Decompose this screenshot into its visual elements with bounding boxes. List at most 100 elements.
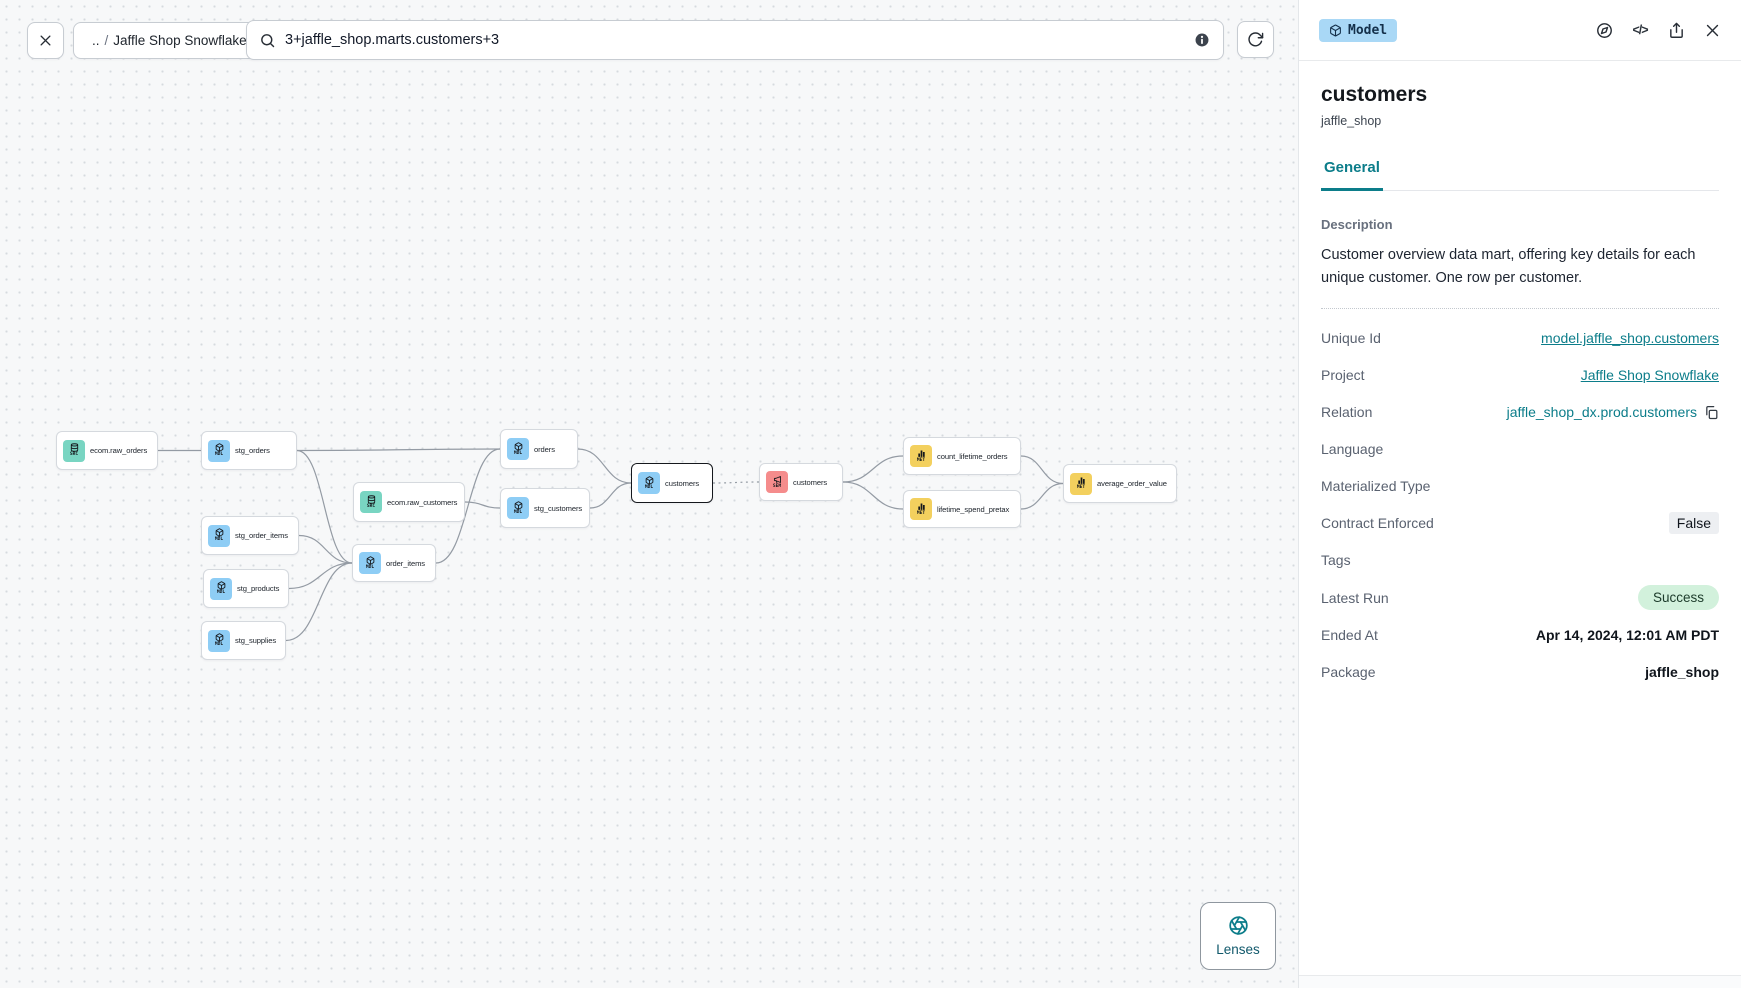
node-type-chip: MDL [208, 629, 230, 652]
share-icon [1669, 22, 1683, 38]
detail-row-language: Language [1321, 437, 1719, 461]
cube-icon [217, 581, 225, 590]
lineage-selector-bar[interactable] [246, 20, 1224, 60]
search-input[interactable] [285, 32, 1193, 48]
resource-type-badge: Model [1319, 18, 1398, 42]
ended-at-value: Apr 14, 2024, 12:01 AM PDT [1535, 627, 1719, 644]
close-icon [1706, 24, 1718, 36]
node-label: count_lifetime_orders [937, 451, 1008, 461]
breadcrumb[interactable]: .. / Jaffle Shop Snowflake [73, 22, 266, 59]
relation-value: jaffle_shop_dx.prod.customers [1506, 404, 1697, 421]
node-label: orders [534, 444, 555, 454]
graph-node-lifetime_spend_pretax[interactable]: MET lifetime_spend_pretax [903, 490, 1021, 528]
edge-order_items-to-orders [435, 448, 501, 564]
ended-at-label: Ended At [1321, 627, 1378, 644]
node-type-label: MDL [513, 450, 523, 456]
node-type-label: MDL [214, 642, 224, 648]
node-label: stg_order_items [235, 531, 288, 540]
tags-label: Tags [1321, 552, 1351, 569]
node-label: ecom.raw_customers [387, 497, 458, 507]
refresh-button[interactable] [1237, 21, 1274, 58]
detail-row-tags: Tags [1321, 548, 1719, 572]
project-label: Project [1321, 367, 1365, 384]
node-type-label: MDL [216, 590, 226, 596]
edge-stg_orders-to-order_items [296, 449, 353, 564]
panel-footer [1299, 975, 1741, 988]
bar-chart-icon [917, 450, 925, 457]
node-type-label: SRC [366, 503, 376, 509]
graph-node-orders[interactable]: MDL orders [500, 429, 578, 469]
edge-customers_sem-to-count_lifetime_orders [842, 455, 904, 483]
edge-orders-to-customers [577, 448, 632, 484]
breadcrumb-up[interactable]: .. [92, 33, 100, 48]
compass-icon [1596, 22, 1612, 38]
breadcrumb-project[interactable]: Jaffle Shop Snowflake [113, 33, 247, 48]
close-panel-button[interactable] [1703, 21, 1721, 39]
edge-customers-to-customers_sem [712, 481, 760, 484]
cube-icon [645, 476, 653, 485]
tab-general[interactable]: General [1321, 159, 1383, 191]
node-label: stg_supplies [235, 636, 277, 645]
bar-chart-icon [917, 503, 925, 510]
explore-button[interactable] [1595, 21, 1613, 39]
graph-node-stg_orders[interactable]: MDL stg_orders [201, 431, 297, 470]
graph-node-stg_supplies[interactable]: MDL stg_supplies [201, 621, 286, 660]
cube-icon [215, 443, 223, 452]
node-label: stg_products [237, 584, 280, 593]
lenses-label: Lenses [1216, 942, 1260, 957]
project-link[interactable]: Jaffle Shop Snowflake [1580, 367, 1719, 384]
refresh-icon [1248, 32, 1264, 47]
edge-stg_products-to-order_items [288, 562, 353, 590]
node-type-label: MDL [365, 564, 375, 570]
relation-label: Relation [1321, 404, 1373, 421]
package-value: jaffle_shop [1645, 664, 1719, 681]
panel-body: customers jaffle_shop General Descriptio… [1299, 61, 1741, 975]
view-code-button[interactable]: </> [1631, 21, 1649, 39]
cube-icon [215, 633, 223, 642]
node-type-label: MDL [214, 452, 224, 458]
graph-node-stg_products[interactable]: MDL stg_products [203, 569, 289, 608]
edge-ecom_raw_customers-to-stg_customers [464, 501, 501, 509]
node-type-label: SRC [69, 452, 79, 458]
info-icon[interactable] [1193, 31, 1211, 49]
node-label: stg_orders [235, 446, 270, 455]
node-label: customers [793, 477, 828, 487]
node-label: lifetime_spend_pretax [937, 504, 1010, 514]
node-type-chip: MET [910, 498, 932, 520]
node-label: order_items [386, 558, 425, 568]
unique-id-link[interactable]: model.jaffle_shop.customers [1541, 330, 1719, 347]
contract-enforced-label: Contract Enforced [1321, 515, 1434, 532]
node-type-chip: SEM [766, 471, 788, 493]
node-type-label: MDL [513, 509, 523, 515]
graph-node-customers_sem[interactable]: SEM customers [759, 463, 843, 501]
materialized-type-label: Materialized Type [1321, 478, 1431, 495]
language-label: Language [1321, 441, 1384, 458]
close-lineage-button[interactable] [27, 22, 64, 59]
copy-icon[interactable] [1704, 405, 1719, 420]
topbar: .. / Jaffle Shop Snowflake [0, 0, 1298, 80]
breadcrumb-separator: / [104, 33, 109, 48]
node-label: customers [665, 478, 700, 488]
lenses-button[interactable]: Lenses [1200, 902, 1276, 970]
share-button[interactable] [1667, 21, 1685, 39]
latest-run-status-badge: Success [1637, 585, 1719, 611]
cube-icon [514, 501, 522, 510]
graph-node-ecom_raw_customers[interactable]: SRC ecom.raw_customers [353, 482, 465, 522]
bar-chart-icon [1077, 477, 1085, 485]
detail-row-materialized-type: Materialized Type [1321, 474, 1719, 498]
node-type-chip: MDL [208, 439, 230, 462]
model-package-subtitle: jaffle_shop [1321, 114, 1382, 128]
graph-node-order_items[interactable]: MDL order_items [352, 544, 436, 582]
database-icon [70, 443, 78, 452]
unique-id-label: Unique Id [1321, 330, 1381, 347]
node-type-chip: SRC [360, 491, 382, 513]
node-type-chip: MDL [507, 438, 529, 460]
